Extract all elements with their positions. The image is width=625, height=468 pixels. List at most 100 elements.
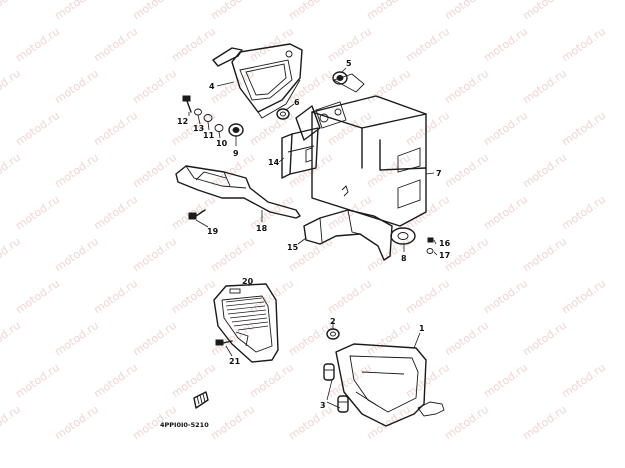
- watermark-text: motod.ru: [91, 109, 140, 149]
- callout-8: 8: [401, 254, 407, 263]
- callout-6: 6: [294, 98, 300, 107]
- watermark-text: motod.ru: [325, 277, 374, 317]
- watermark-text: motod.ru: [52, 67, 101, 107]
- watermark-text: motod.ru: [13, 109, 62, 149]
- watermark-text: motod.ru: [559, 277, 608, 317]
- watermark-text: motod.ru: [520, 403, 569, 443]
- watermark-text: motod.ru: [91, 277, 140, 317]
- callout-16: 16: [439, 239, 451, 248]
- callout-19: 19: [207, 227, 219, 236]
- watermark-text: motod.ru: [481, 361, 530, 401]
- callout-14: 14: [268, 158, 280, 167]
- watermark-text: motod.ru: [91, 193, 140, 233]
- watermark-text: motod.ru: [559, 25, 608, 65]
- watermark-text: motod.ru: [481, 25, 530, 65]
- callout-9: 9: [233, 149, 239, 158]
- part-3-dampers: [323, 363, 349, 413]
- watermark-text: motod.ru: [0, 151, 23, 191]
- front-direction-icon: [193, 391, 209, 409]
- watermark-text: motod.ru: [52, 151, 101, 191]
- watermark-text: motod.ru: [364, 319, 413, 359]
- callout-3: 3: [320, 401, 326, 410]
- watermark-text: motod.ru: [130, 235, 179, 275]
- leader-lines: [188, 67, 438, 409]
- watermark-text: motod.ru: [130, 67, 179, 107]
- callout-20: 20: [242, 277, 254, 286]
- watermark-text: motod.ru: [169, 277, 218, 317]
- watermark-text: motod.ru: [325, 109, 374, 149]
- watermark-text: motod.ru: [247, 361, 296, 401]
- callout-7: 7: [436, 169, 442, 178]
- watermark-text: motod.ru: [0, 403, 23, 443]
- watermark-text: motod.ru: [520, 67, 569, 107]
- part-14-bracket-band: [281, 127, 319, 179]
- part-18-holder: [175, 165, 301, 219]
- watermark-text: motod.ru: [403, 109, 452, 149]
- watermark-text: motod.ru: [559, 361, 608, 401]
- watermark-text: motod.ru: [208, 403, 257, 443]
- watermark-text: motod.ru: [91, 25, 140, 65]
- part-5-damper: [332, 71, 348, 85]
- callout-labels: 1 2 3 4 5 6 7 8 9 10 11 12 13 14 15 16 1…: [177, 59, 451, 410]
- watermark-text: motod.ru: [91, 361, 140, 401]
- callout-21: 21: [229, 357, 241, 366]
- watermark-text: motod.ru: [52, 403, 101, 443]
- callout-1: 1: [419, 324, 425, 333]
- watermark-text: motod.ru: [13, 25, 62, 65]
- part-19-bolt: [188, 209, 206, 220]
- watermark-text: motod.ru: [130, 0, 179, 22]
- part-7-battery-box: [295, 73, 427, 227]
- part-6-collar: [276, 108, 290, 120]
- part-17-washer: [426, 248, 434, 254]
- watermark-text: motod.ru: [442, 0, 491, 22]
- callout-4: 4: [209, 82, 215, 91]
- watermark-text: motod.ru: [520, 235, 569, 275]
- part-12-bolt: [182, 95, 192, 113]
- callout-5: 5: [346, 59, 352, 68]
- watermark-text: motod.ru: [52, 0, 101, 22]
- part-11-washer: [203, 114, 213, 122]
- watermark-text: motod.ru: [13, 277, 62, 317]
- watermark-text: motod.ru: [325, 193, 374, 233]
- watermark-text: motod.ru: [325, 361, 374, 401]
- watermark-text: motod.ru: [52, 319, 101, 359]
- watermark-text: motod.ru: [364, 403, 413, 443]
- watermark-text: motod.ru: [481, 109, 530, 149]
- diagram-code: 4PPI0I0-5210: [160, 421, 209, 429]
- part-1-side-cover-right: [335, 343, 445, 427]
- watermark-text: motod.ru: [442, 67, 491, 107]
- watermark-text: motod.ru: [364, 0, 413, 22]
- watermark-text: motod.ru: [481, 193, 530, 233]
- watermark-text: motod.ru: [0, 67, 23, 107]
- callout-15: 15: [287, 243, 299, 252]
- watermark-text: motod.ru: [364, 151, 413, 191]
- part-20-side-cover-left: [213, 283, 279, 363]
- part-8-damper: [390, 227, 416, 245]
- watermark-text: motod.ru: [0, 235, 23, 275]
- watermark-text: motod.ru: [13, 193, 62, 233]
- watermark-text: motod.ru: [442, 319, 491, 359]
- watermark-text: motod.ru: [130, 319, 179, 359]
- watermark-text: motod.ru: [208, 319, 257, 359]
- watermark-text: motod.ru: [13, 361, 62, 401]
- watermark-text: motod.ru: [169, 361, 218, 401]
- watermark-text: motod.ru: [169, 25, 218, 65]
- watermark-text: motod.ru: [520, 0, 569, 22]
- watermark-text: motod.ru: [0, 0, 23, 22]
- callout-11: 11: [203, 131, 215, 140]
- watermark-text: motod.ru: [559, 193, 608, 233]
- part-21-screw: [215, 339, 233, 346]
- watermark-text: motod.ru: [520, 151, 569, 191]
- watermark-text: motod.ru: [52, 235, 101, 275]
- watermark-text: motod.ru: [481, 277, 530, 317]
- callout-2: 2: [330, 317, 336, 326]
- watermark-text: motod.ru: [403, 361, 452, 401]
- watermark-text: motod.ru: [442, 403, 491, 443]
- watermark-text: motod.ru: [442, 151, 491, 191]
- callout-18: 18: [256, 224, 268, 233]
- part-13-washer: [194, 108, 202, 116]
- watermark-text: motod.ru: [0, 319, 23, 359]
